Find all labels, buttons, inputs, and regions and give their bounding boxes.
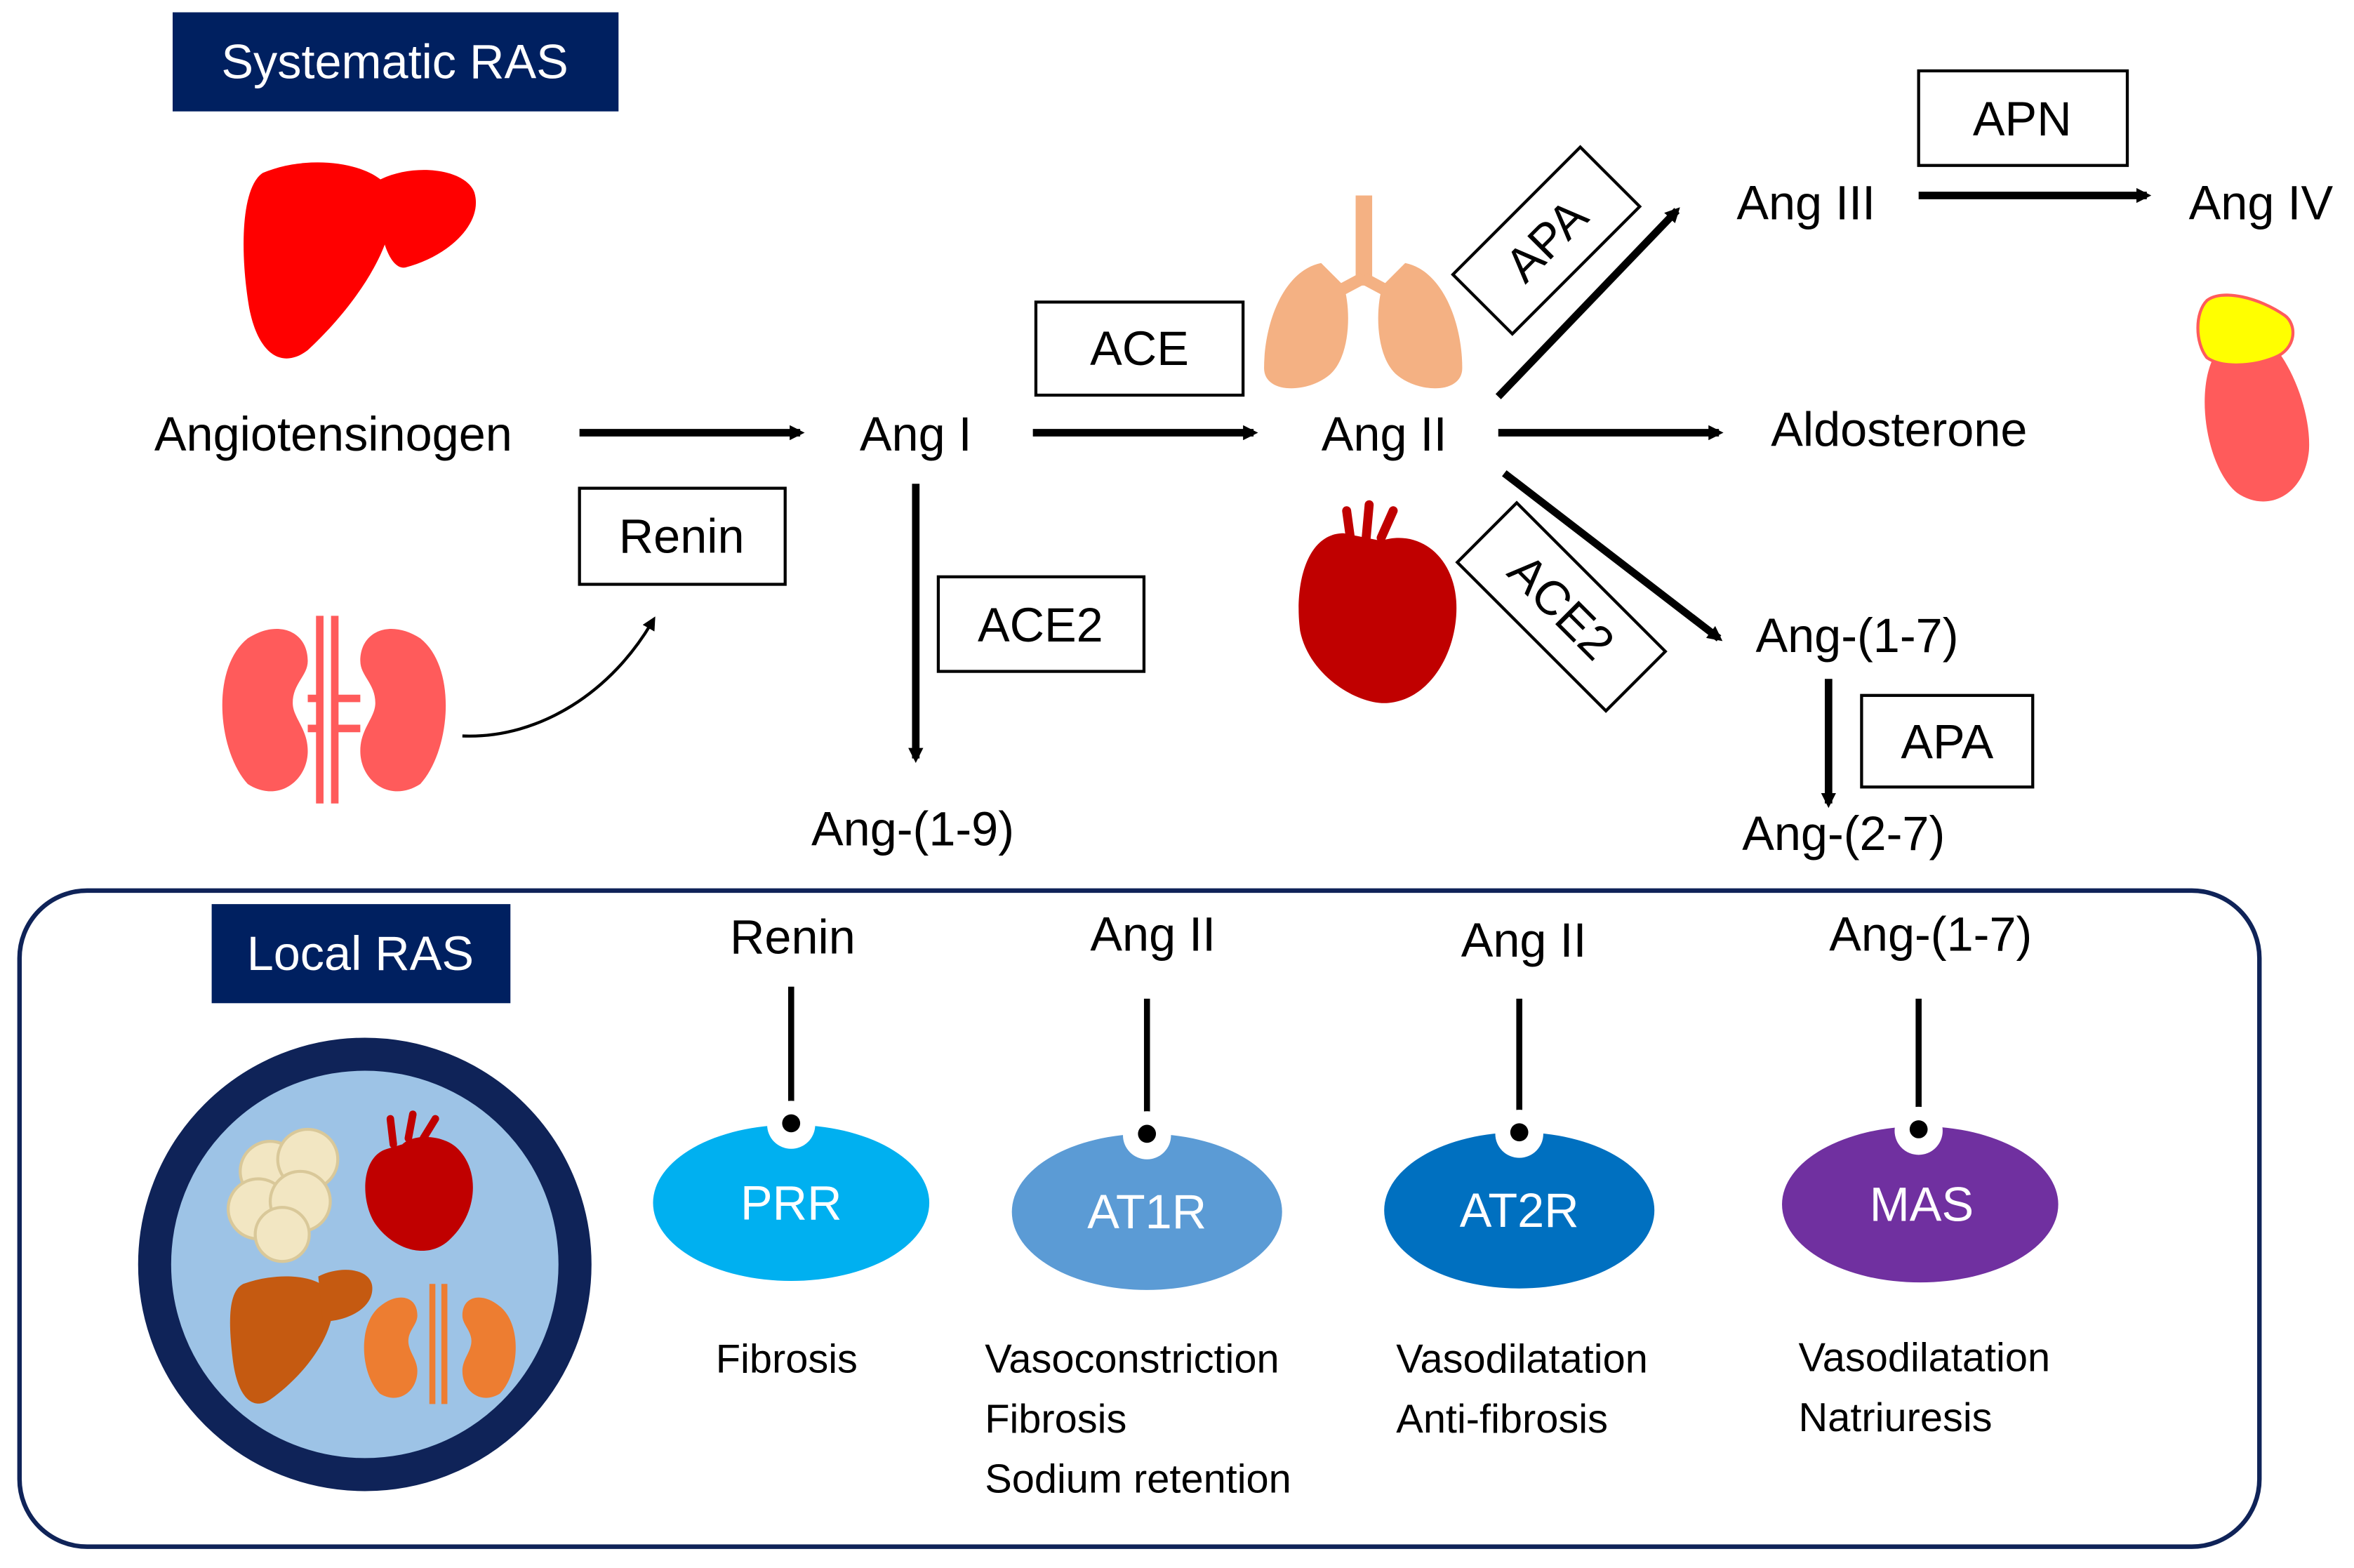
ang17-label: Ang-(1-7) <box>1755 609 1958 663</box>
arrow-kidney-renin <box>462 616 656 738</box>
enzyme-renin-box: Renin <box>578 486 787 586</box>
ang1-label: Ang I <box>860 407 972 461</box>
enzyme-apa-down-label: APA <box>1901 715 1993 769</box>
receptor-prr-label: PRR <box>740 1176 842 1230</box>
enzyme-apn-box: APN <box>1917 69 2129 167</box>
receptor-at1r <box>1011 1134 1282 1290</box>
ang2-label: Ang II <box>1322 407 1447 461</box>
receptor-at2r-label: AT2R <box>1460 1183 1579 1237</box>
local-liver-icon <box>230 1270 373 1404</box>
ligand-label-renin: Renin <box>730 910 856 964</box>
receptor-at2r <box>1384 1132 1655 1289</box>
enzyme-ace2-right-box: ACE2 <box>1455 500 1668 713</box>
adrenal-kidney-icon <box>2196 293 2310 502</box>
effect-at1r-1: Vasoconstriction <box>985 1337 1279 1382</box>
heart-icon <box>1298 500 1457 703</box>
effect-at1r-2: Fibrosis <box>985 1397 1126 1442</box>
enzyme-renin-label: Renin <box>619 510 745 564</box>
receptor-mas <box>1782 1126 2059 1283</box>
angiotensinogen-label: Angiotensinogen <box>154 407 512 461</box>
ligand-label-ang2-at2r: Ang II <box>1461 913 1587 967</box>
receptor-mas-label: MAS <box>1870 1177 1974 1231</box>
enzyme-apa-down-box: APA <box>1860 693 2035 789</box>
ligand-label-ang2-at1r: Ang II <box>1090 907 1216 961</box>
receptor-mas-group: Ang-(1-7) MAS Vasodilatation Natriuresis <box>1782 907 2059 1440</box>
enzyme-ace-label: ACE <box>1090 321 1189 376</box>
aldosterone-label: Aldosterone <box>1771 403 2027 457</box>
effect-mas-2: Natriuresis <box>1799 1395 1993 1440</box>
receptor-at1r-group: Ang II AT1R Vasoconstriction Fibrosis So… <box>985 907 1291 1501</box>
ang27-label: Ang-(2-7) <box>1742 806 1945 861</box>
adipose-icon <box>226 1127 340 1263</box>
enzyme-ace-box: ACE <box>1034 300 1245 397</box>
effect-at2r-1: Vasodilatation <box>1396 1337 1648 1382</box>
kidneys-icon <box>222 616 446 804</box>
pathway-arrows <box>579 187 2152 809</box>
effect-at1r-3: Sodium retention <box>985 1457 1291 1502</box>
local-heart-icon <box>365 1110 473 1251</box>
receptor-at1r-label: AT1R <box>1087 1185 1206 1239</box>
ang4-label: Ang IV <box>2189 176 2334 230</box>
effect-prr-1: Fibrosis <box>716 1337 858 1382</box>
local-header-label: Local RAS <box>247 926 474 981</box>
systemic-header-label: Systematic RAS <box>221 35 568 89</box>
ligand-label-ang17: Ang-(1-7) <box>1829 907 2032 961</box>
tissue-circle <box>138 1037 592 1491</box>
local-header: Local RAS <box>211 904 511 1004</box>
enzyme-ace2-left-label: ACE2 <box>978 598 1103 652</box>
receptor-at2r-group: Ang II AT2R Vasodilatation Anti-fibrosis <box>1384 913 1655 1442</box>
ang19-label: Ang-(1-9) <box>811 802 1014 856</box>
arrow-ang2-ang3 <box>1495 207 1680 399</box>
enzyme-apa-up-box: APA <box>1451 145 1642 336</box>
effect-mas-1: Vasodilatation <box>1799 1335 2051 1380</box>
systemic-header: Systematic RAS <box>172 12 619 112</box>
lungs-icon <box>1264 195 1463 389</box>
arrow-ang2-ang17 <box>1502 470 1723 642</box>
liver-icon <box>244 162 477 359</box>
receptor-prr-group: Renin PRR Fibrosis <box>653 910 930 1382</box>
local-kidneys-icon <box>364 1284 516 1404</box>
enzyme-ace2-left-box: ACE2 <box>936 575 1146 673</box>
effect-at2r-2: Anti-fibrosis <box>1396 1397 1608 1442</box>
ang3-label: Ang III <box>1736 176 1875 230</box>
receptor-prr <box>653 1124 930 1282</box>
enzyme-apn-label: APN <box>1973 92 2072 146</box>
